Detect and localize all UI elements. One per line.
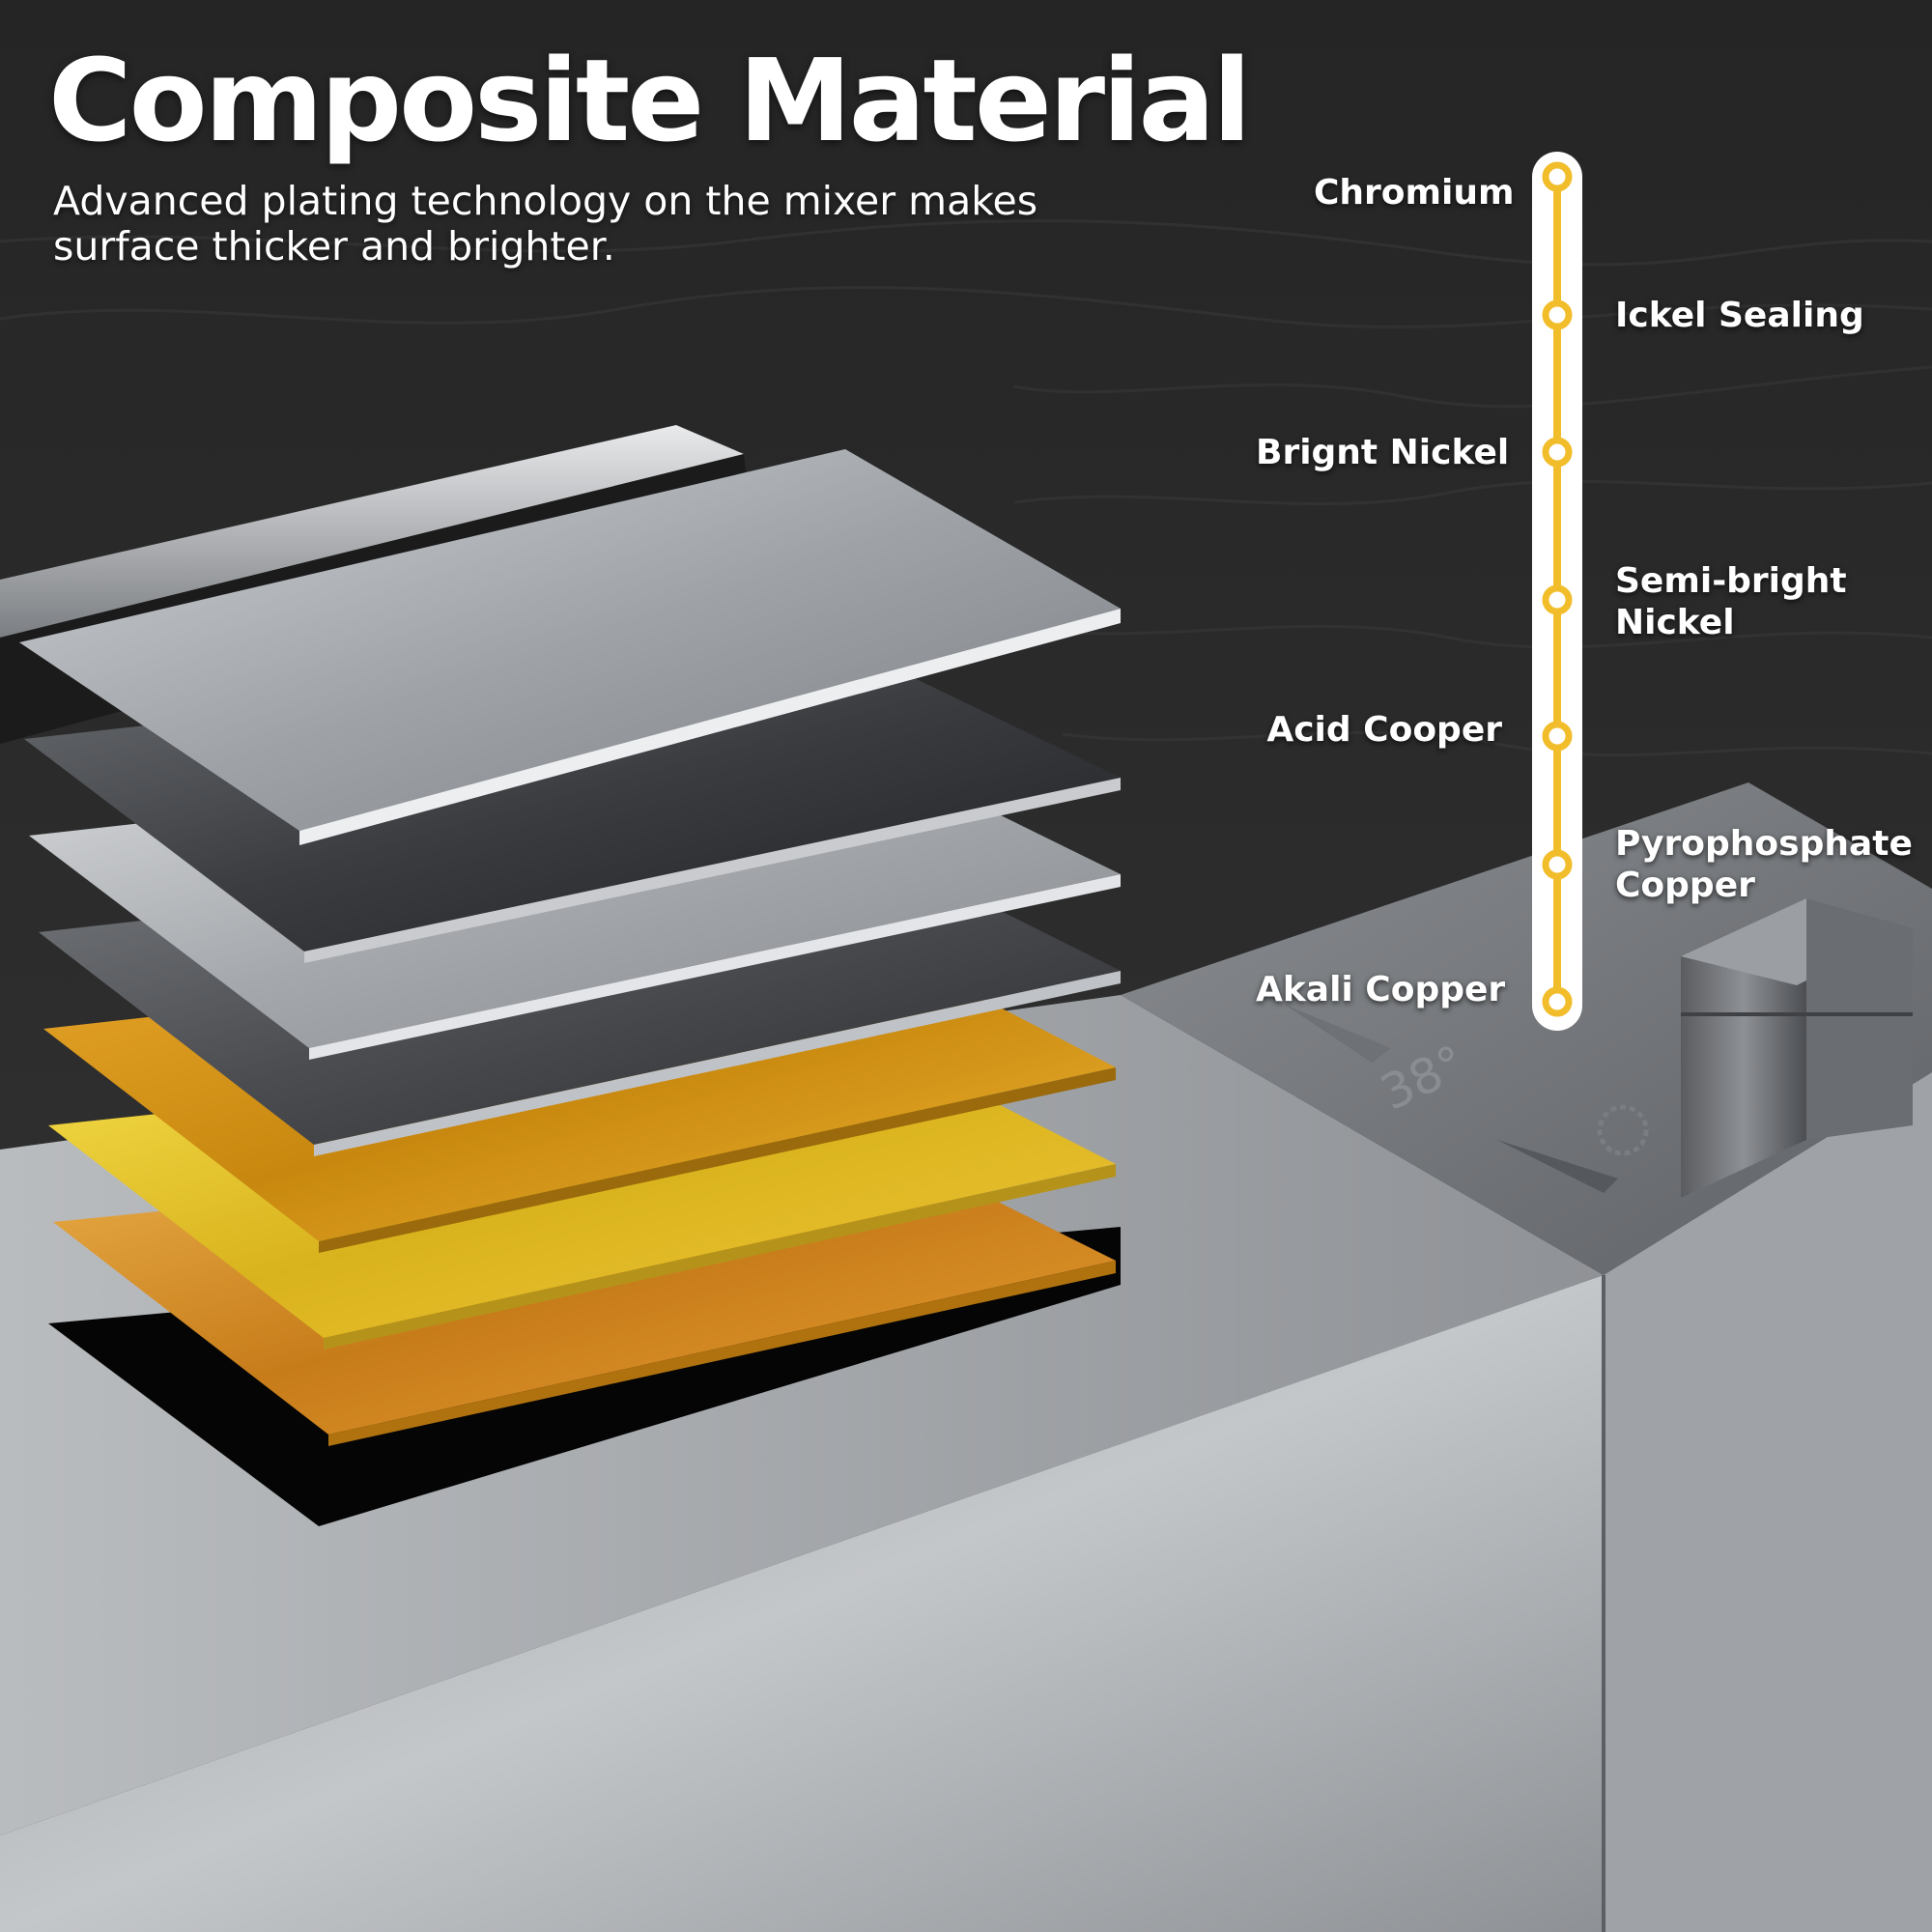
layer-timeline <box>1532 152 1582 1031</box>
label-bright-nickel: Brignt Nickel <box>1256 433 1510 472</box>
label-chromium: Chromium <box>1314 173 1515 213</box>
timeline-node-dark-nickel <box>1542 299 1573 330</box>
gear-icon <box>1597 1104 1649 1156</box>
control-knob[interactable] <box>1681 898 1913 1198</box>
label-pyrophosphate-copper: Pyrophosphate Copper <box>1615 824 1913 905</box>
plate-chromium <box>19 449 1121 831</box>
thermostat-block-front <box>1604 1072 1932 1932</box>
label-acid-copper: Acid Cooper <box>1266 710 1502 750</box>
timeline-node-copper <box>1542 721 1573 752</box>
dial-marker-triangle <box>1497 1140 1618 1193</box>
layer-plates <box>19 449 1121 1446</box>
timeline-node-orange-copper <box>1542 986 1573 1017</box>
timeline-node-yellow-copper <box>1542 849 1573 880</box>
label-semi-bright-nickel: Semi-bright Nickel <box>1615 561 1847 642</box>
label-akali-copper: Akali Copper <box>1256 970 1506 1009</box>
timeline-node-bright-nickel <box>1542 437 1573 468</box>
page-title: Composite Material <box>48 34 1252 167</box>
timeline-node-semi-bright-nickel <box>1542 584 1573 615</box>
timeline-node-chrome <box>1542 161 1573 192</box>
wall-texture <box>0 219 1932 757</box>
page-subtitle: Advanced plating technology on the mixer… <box>53 178 1038 270</box>
spout-shelf <box>0 425 744 638</box>
label-nickel-sealing: Ickel Sealing <box>1615 296 1864 335</box>
dial-marker-triangle <box>1285 1005 1391 1063</box>
mixer-front-face <box>0 1275 1604 1932</box>
